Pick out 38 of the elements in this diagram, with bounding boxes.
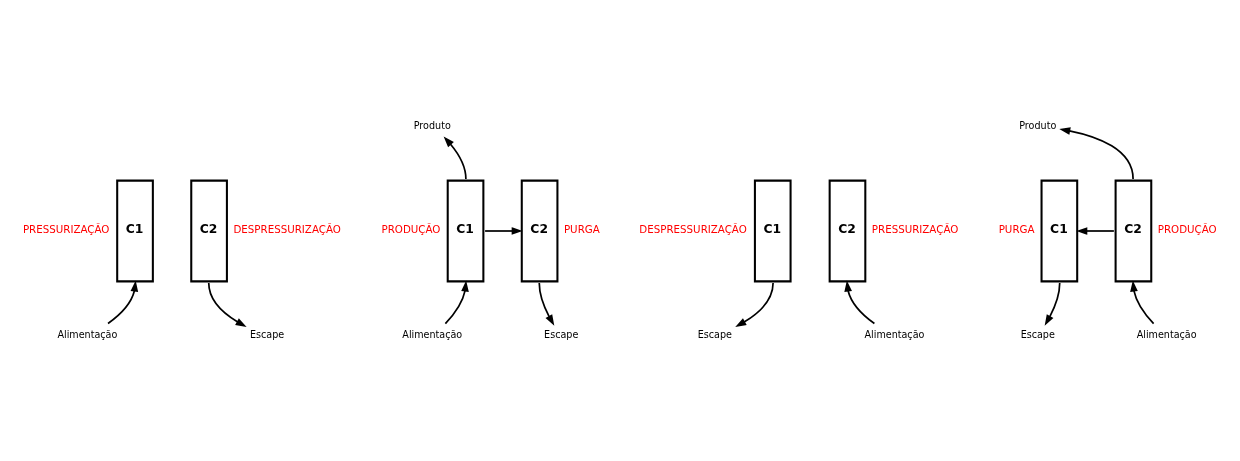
node-box: C1 xyxy=(753,179,792,282)
node-label: PRODUÇÃO xyxy=(381,222,441,235)
arrow xyxy=(484,226,523,235)
node-text: Alimentação xyxy=(1136,328,1197,340)
node-text: Produto xyxy=(1019,119,1057,131)
node-label: PURGA xyxy=(998,222,1035,235)
node-label: PURGA xyxy=(563,222,600,235)
arrow xyxy=(107,280,139,324)
node-text: Alimentação xyxy=(402,328,463,340)
node-label: DESPRESSURIZAÇÃO xyxy=(639,222,747,235)
arrow xyxy=(538,281,555,326)
node-text: Alimentação xyxy=(864,328,925,340)
node-box: C2 xyxy=(190,179,228,282)
arrow xyxy=(735,281,774,327)
node-text: Escape xyxy=(249,328,285,340)
node-box: C2 xyxy=(520,179,559,282)
arrow xyxy=(443,136,467,180)
arrow xyxy=(1130,280,1155,324)
node-label: PRESSURIZAÇÃO xyxy=(871,222,959,235)
arrow xyxy=(1044,281,1061,326)
node-box: C1 xyxy=(1040,179,1079,282)
node-text: Escape xyxy=(544,328,579,340)
node-box: C1 xyxy=(446,179,485,282)
node-text: Produto xyxy=(413,119,451,131)
arrow xyxy=(207,281,247,327)
node-text: Escape xyxy=(1020,328,1055,340)
node-text: Escape xyxy=(697,328,732,340)
arrow xyxy=(844,280,876,324)
node-label: PRODUÇÃO xyxy=(1157,222,1217,235)
node-box: C1 xyxy=(116,179,154,282)
arrow xyxy=(444,280,469,324)
node-box: C2 xyxy=(1114,179,1153,282)
arrow xyxy=(1076,226,1115,235)
node-text: Alimentação xyxy=(57,328,118,340)
arrow xyxy=(1059,126,1134,180)
node-label: PRESSURIZAÇÃO xyxy=(22,222,110,235)
node-label: DESPRESSURIZAÇÃO xyxy=(233,222,341,235)
node-box: C2 xyxy=(828,179,867,282)
